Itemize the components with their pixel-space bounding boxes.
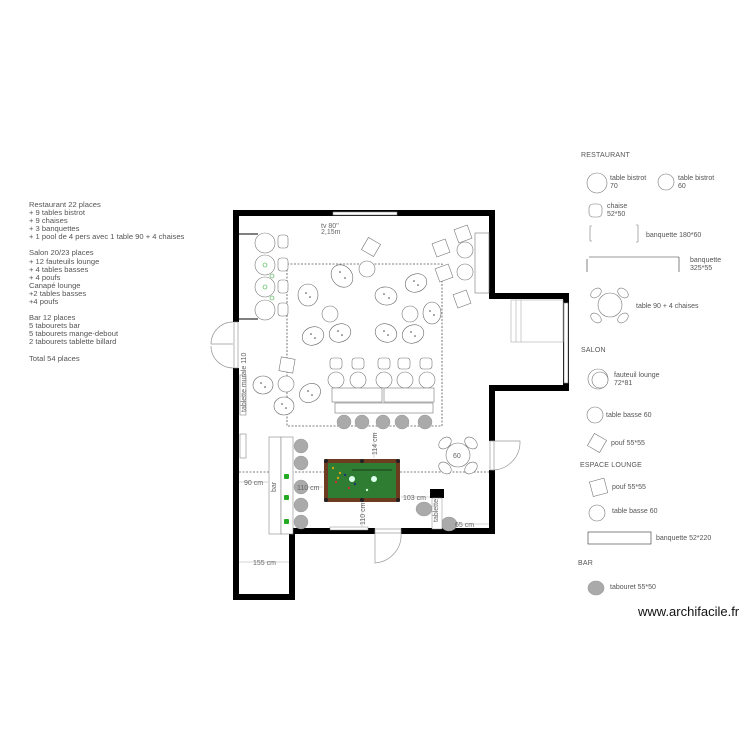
table-basse-icon — [586, 406, 604, 424]
legend-table-bistrot-60: table bistrot 60 — [678, 175, 715, 190]
total-places: Total 54 places — [29, 353, 80, 363]
svg-text:155 cm: 155 cm — [253, 560, 276, 567]
note-line: + 4 poufs — [29, 272, 61, 282]
svg-text:65 cm: 65 cm — [455, 522, 474, 529]
table-bistrot-70-icon — [586, 172, 608, 194]
table-basse-lounge-icon — [588, 504, 606, 522]
note-line: + 9 tables bistrot — [29, 208, 85, 218]
legend-table-basse-salon: table basse 60 — [606, 412, 652, 419]
legend-table-basse-lounge: table basse 60 — [612, 508, 658, 515]
legend-chaise: chaise 52*50 — [607, 203, 628, 218]
note-line: + 3 banquettes — [29, 224, 80, 234]
svg-text:2,15m: 2,15m — [321, 229, 341, 236]
bistrot-tables-right — [361, 224, 490, 309]
legend-pouf-salon: pouf 55*55 — [611, 440, 645, 447]
svg-text:110 cm: 110 cm — [297, 485, 320, 492]
bar-stools — [293, 414, 458, 532]
note-line: 5 tabourets bar — [29, 321, 81, 331]
watermark[interactable]: www.archifacile.fr — [638, 604, 740, 619]
salon-notes: Salon 20/23 places + 12 fauteuils lounge… — [29, 249, 184, 306]
tv-label: tv 80'' — [321, 223, 339, 230]
legend-symbols — [586, 172, 680, 596]
svg-text:103 cm: 103 cm — [403, 495, 426, 502]
windows — [233, 211, 569, 384]
table-90-icon — [590, 287, 629, 324]
svg-text:90 cm: 90 cm — [244, 480, 263, 487]
svg-text:114 cm: 114 cm — [372, 432, 379, 455]
banquette-325-icon — [586, 256, 680, 272]
legend-heading-lounge: ESPACE LOUNGE — [580, 462, 642, 469]
billiard-tablet — [430, 489, 444, 530]
coffee-tables-poufs — [277, 260, 419, 393]
legend-heading-restaurant: RESTAURANT — [581, 152, 630, 159]
lounge-armchairs — [252, 264, 442, 416]
bar-label: bar — [271, 481, 278, 492]
legend-heading-salon: SALON — [581, 347, 606, 354]
legend-fauteuil: fauteuil lounge 72*81 — [614, 372, 660, 387]
legend-tabouret: tabouret 55*50 — [610, 584, 656, 591]
note-line: +2 tables basses — [29, 288, 87, 298]
svg-text:110 cm: 110 cm — [360, 502, 367, 525]
note-line: +4 poufs — [29, 297, 59, 307]
dimension-labels: 114 cm 90 cm 110 cm 110 cm 103 cm 65 cm … — [244, 432, 474, 567]
table-60-label: 60 — [453, 453, 461, 460]
restaurant-notes: Restaurant 22 places + 9 tables bistrot … — [29, 200, 185, 242]
note-line: 5 tabourets mange-debout — [29, 329, 119, 339]
banquette-lounge-icon — [587, 531, 652, 545]
legend-table-bistrot-70: table bistrot 70 — [610, 175, 647, 190]
note-line: + 1 pool de 4 pers avec 1 table 90 + 4 c… — [29, 232, 185, 242]
table-90-set — [438, 436, 478, 475]
legend-banquette-lounge: banquette 52*220 — [656, 535, 712, 542]
svg-text:tablette: tablette — [433, 499, 440, 522]
legend-banquette-180: banquette 180*60 — [646, 232, 702, 239]
lounge-sofa — [327, 357, 436, 414]
legend-pouf-lounge: pouf 55*55 — [612, 484, 646, 491]
note-line: Salon 20/23 places — [29, 248, 94, 258]
legend-banquette-325: banquette 325*55 — [690, 257, 722, 272]
tabouret-icon — [587, 580, 605, 596]
pouf-icon — [587, 433, 607, 453]
banquette-180-icon — [589, 224, 639, 243]
seating-notes: Restaurant 22 places + 9 tables bistrot … — [29, 200, 185, 363]
legend-heading-bar: BAR — [578, 560, 593, 567]
wall-bench-label: tablette murale 110 — [241, 352, 248, 412]
note-line: Canapé lounge — [29, 280, 81, 290]
note-line: + 12 fauteuils lounge — [29, 256, 100, 266]
note-line: + 9 chaises — [29, 216, 68, 226]
chair-icon — [588, 203, 603, 218]
bistrot-tables-left — [239, 232, 289, 321]
note-line: Restaurant 22 places — [29, 200, 101, 209]
annex-steps — [510, 299, 564, 343]
bar-counter — [239, 374, 294, 535]
note-line: Bar 12 places — [29, 313, 76, 323]
bar-notes: Bar 12 places 5 tabourets bar 5 tabouret… — [29, 314, 184, 346]
note-line: 2 tabourets tablette billard — [29, 337, 117, 347]
legend-table-90: table 90 + 4 chaises — [636, 303, 699, 310]
pouf-lounge-icon — [589, 477, 609, 497]
fauteuil-lounge-icon — [587, 368, 609, 390]
dimension-lines — [239, 432, 489, 563]
billiard-table — [324, 459, 400, 502]
table-bistrot-60-icon — [657, 173, 675, 191]
doors — [210, 321, 521, 564]
note-line: + 4 tables basses — [29, 264, 89, 274]
